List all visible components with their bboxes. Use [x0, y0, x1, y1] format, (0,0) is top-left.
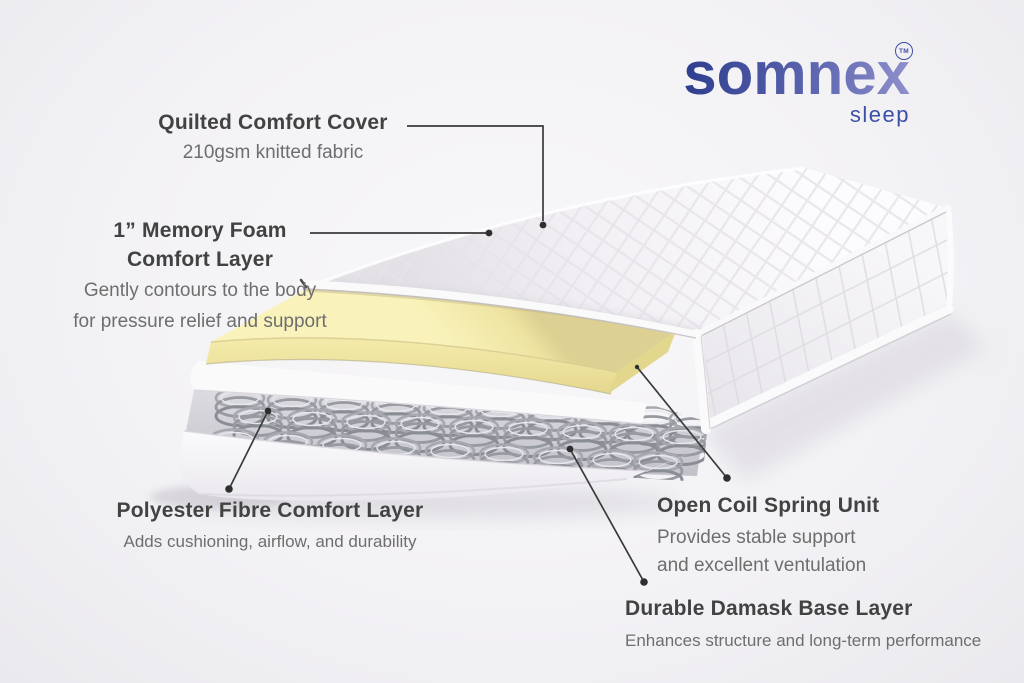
callout-damask-base: Durable Damask Base Layer Enhances struc…	[625, 595, 981, 651]
brand-subtitle: sleep	[849, 102, 910, 127]
callout-title: Durable Damask Base Layer	[625, 597, 913, 620]
callout-desc: Adds cushioning, airflow, and durability	[123, 532, 417, 551]
brand-logo: somnex sleep TM	[640, 36, 930, 132]
callout-desc-line1: Provides stable support	[657, 527, 856, 548]
leader-quilted-cover	[407, 125, 547, 229]
cover-fold-trim	[298, 278, 701, 339]
fibre-layer	[190, 361, 647, 425]
leader-damask-base	[566, 445, 648, 586]
brand-wordmark: somnex	[683, 40, 910, 107]
brand-name-text: somnex	[683, 40, 910, 100]
leader-memory-foam	[310, 229, 493, 237]
callout-desc-line2: and excellent ventulation	[657, 555, 867, 576]
callout-title-line2: Comfort Layer	[126, 248, 274, 271]
callout-title-line1: 1” Memory Foam	[113, 219, 287, 242]
side-panel	[696, 205, 954, 433]
callout-desc-line2: for pressure relief and support	[73, 311, 327, 332]
callout-title: Open Coil Spring Unit	[657, 494, 880, 517]
leader-polyester-fibre	[225, 407, 272, 493]
callout-desc-line1: Gently contours to the body	[83, 280, 317, 301]
callout-open-coil: Open Coil Spring Unit Provides stable su…	[657, 492, 879, 580]
leader-open-coil	[634, 364, 731, 482]
callout-desc: Enhances structure and long-term perform…	[625, 631, 982, 650]
trademark-icon: TM	[895, 42, 913, 60]
callout-title: Polyester Fibre Comfort Layer	[116, 499, 424, 522]
callout-quilted-cover: Quilted Comfort Cover 210gsm knitted fab…	[113, 109, 433, 164]
callout-memory-foam: 1” Memory Foam Comfort Layer Gently cont…	[35, 216, 365, 336]
base-layer	[179, 430, 700, 501]
callout-title: Quilted Comfort Cover	[158, 111, 388, 134]
callout-polyester-fibre: Polyester Fibre Comfort Layer Adds cushi…	[105, 497, 435, 552]
callout-desc: 210gsm knitted fabric	[182, 142, 364, 163]
